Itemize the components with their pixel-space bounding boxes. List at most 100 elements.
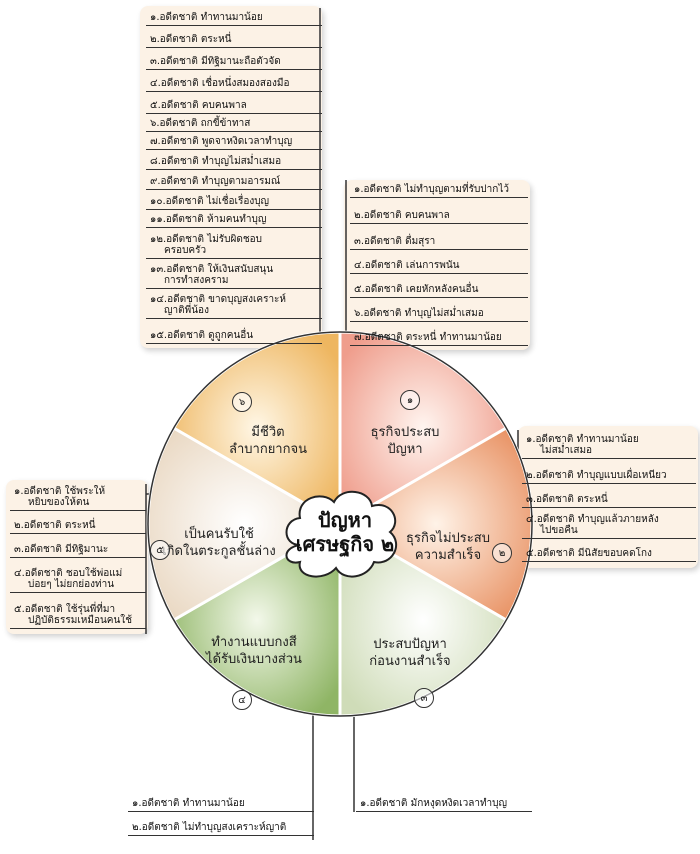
center-cloud xyxy=(285,491,397,578)
branch-item-line: ๒.อดีตชาติ ตระหนี่ xyxy=(14,520,96,531)
branch-item-top-left: ๑.อดีตชาติ ทำทานมาน้อย xyxy=(146,12,322,26)
segment-label-1: ธุรกิจประสบปัญหา xyxy=(350,424,460,458)
branch-item-line: ครอบครัว xyxy=(164,245,207,256)
branch-item-line: ๑.อดีตชาติ ทำทานมาน้อย xyxy=(132,798,245,809)
branch-item-line: ๕.อดีตชาติ คบคนพาล xyxy=(150,100,247,111)
branch-item-line: ๕.อดีตชาติ เคยหักหลังคนอื่น xyxy=(354,284,479,295)
branch-item-top-right: ๕.อดีตชาติ เคยหักหลังคนอื่น xyxy=(350,284,528,298)
branch-item-right: ๓.อดีตชาติ ตระหนี่ xyxy=(522,494,696,508)
branch-item-bottom-left: ๑.อดีตชาติ ทำทานมาน้อย xyxy=(128,798,314,812)
branch-item-line: ๑๔.อดีตชาติ ขาดบุญสงเคราะห์ xyxy=(150,294,287,305)
branch-item-top-left: ๗.อดีตชาติ พูดจาหงิดเวลาทำบุญ xyxy=(146,136,322,150)
branch-item-left: ๓.อดีตชาติ มีทิฐิมานะ xyxy=(10,544,146,558)
branch-item-line: ๑.อดีตชาติ ทำทานมาน้อย xyxy=(150,12,263,23)
segment-number-2: ๒ xyxy=(492,543,512,563)
branch-item-line: ๑๐.อดีตชาติ ไม่เชื่อเรื่องบุญ xyxy=(150,196,270,207)
branch-item-line: ๔.อดีตชาติ เชื่อหนึ่งสมองสองมือ xyxy=(150,78,290,89)
branch-item-top-left: ๑๐.อดีตชาติ ไม่เชื่อเรื่องบุญ xyxy=(146,196,322,210)
branch-item-top-left: ๒.อดีตชาติ ตระหนี่ xyxy=(146,34,322,48)
branch-item-line: ๓.อดีตชาติ มีทิฐิมานะถือตัวจัด xyxy=(150,56,281,67)
segment-number-1: ๑ xyxy=(400,390,420,410)
segment-label-line: เป็นคนรับใช้ xyxy=(184,527,254,542)
branch-item-line: ๑๒.อดีตชาติ ไม่รับผิดชอบ xyxy=(150,234,263,245)
segment-label-4: ทำงานแบบกงสีได้รับเงินบางส่วน xyxy=(190,634,318,668)
branch-item-line: ๖.อดีตชาติ ทำบุญไม่สม่ำเสมอ xyxy=(354,308,484,319)
branch-item-top-left: ๑๑.อดีตชาติ ห้ามคนทำบุญ xyxy=(146,214,322,228)
segment-number-6: ๖ xyxy=(232,392,252,412)
branch-item-line: ปฏิบัติธรรมเหมือนคนใช้ xyxy=(28,615,132,626)
branch-item-left: ๕.อดีตชาติ ใช้รุ่นพี่ที่มาปฏิบัติธรรมเหม… xyxy=(10,604,146,629)
branch-item-left: ๑.อดีตชาติ ใช้พระให้หยิบของให้ตน xyxy=(10,486,146,511)
center-title-line-2: เศรษฐกิจ ๒ xyxy=(295,532,395,556)
segment-label-5: เป็นคนรับใช้เกิดในตระกูลชั้นล่าง xyxy=(152,526,286,560)
branch-item-right: ๑.อดีตชาติ ทำทานมาน้อยไม่สม่ำเสมอ xyxy=(522,434,696,459)
branch-item-top-right: ๒.อดีตชาติ คบคนพาล xyxy=(350,210,528,224)
branch-item-line: ๑๑.อดีตชาติ ห้ามคนทำบุญ xyxy=(150,214,267,225)
branch-item-line: ๑๕.อดีตชาติ ดูถูกคนอื่น xyxy=(150,330,254,341)
branch-item-left: ๔.อดีตชาติ ชอบใช้พ่อแม่บ่อยๆ ไม่ยกย่องท่… xyxy=(10,568,146,593)
segment-label-line: ประสบปัญหา xyxy=(373,637,447,652)
branch-item-line: ๒.อดีตชาติ ทำบุญแบบเผื่อเหนียว xyxy=(526,470,667,481)
branch-item-top-left: ๖.อดีตชาติ ถกขี้ข้าทาส xyxy=(146,118,322,132)
branch-item-line: ๙.อดีตชาติ ทำบุญตามอารมณ์ xyxy=(150,176,281,187)
branch-item-line: หยิบของให้ตน xyxy=(28,497,90,508)
branch-item-line: ญาติพี่น้อง xyxy=(164,305,209,316)
panel-right xyxy=(518,426,698,568)
branch-item-left: ๒.อดีตชาติ ตระหนี่ xyxy=(10,520,146,534)
center-title: ปัญหา เศรษฐกิจ ๒ xyxy=(290,508,400,556)
branch-item-top-right: ๑.อดีตชาติ ไม่ทำบุญตามที่รับปากไว้ xyxy=(350,184,528,198)
branch-item-line: การทำสงคราม xyxy=(164,275,229,286)
segment-label-line: ปัญหา xyxy=(387,442,423,457)
branch-item-top-right: ๔.อดีตชาติ เล่นการพนัน xyxy=(350,260,528,274)
branch-item-top-left: ๓.อดีตชาติ มีทิฐิมานะถือตัวจัด xyxy=(146,56,322,70)
branch-item-top-left: ๑๓.อดีตชาติ ให้เงินสนับสนุนการทำสงคราม xyxy=(146,264,322,289)
branch-item-line: ๕.อดีตชาติ ใช้รุ่นพี่ที่มา xyxy=(14,604,116,615)
branch-item-top-left: ๔.อดีตชาติ เชื่อหนึ่งสมองสองมือ xyxy=(146,78,322,92)
branch-item-line: ๑๓.อดีตชาติ ให้เงินสนับสนุน xyxy=(150,264,274,275)
branch-item-top-left: ๘.อดีตชาติ ทำบุญไม่สม่ำเสมอ xyxy=(146,156,322,170)
branch-item-line: ๗.อดีตชาติ ตระหนี่ ทำทานมาน้อย xyxy=(354,332,502,343)
branch-item-line: ๓.อดีตชาติ ดื่มสุรา xyxy=(354,236,436,247)
branch-item-right: ๒.อดีตชาติ ทำบุญแบบเผื่อเหนียว xyxy=(522,470,696,484)
branch-item-line: ๗.อดีตชาติ พูดจาหงิดเวลาทำบุญ xyxy=(150,136,293,147)
panel-top-left xyxy=(140,6,322,348)
branch-item-top-left: ๑๔.อดีตชาติ ขาดบุญสงเคราะห์ญาติพี่น้อง xyxy=(146,294,322,319)
segment-number-5: ๕ xyxy=(150,540,170,560)
segment-label-line: ก่อนงานสำเร็จ xyxy=(369,654,451,669)
branch-item-line: ๒.อดีตชาติ ไม่ทำบุญสงเคราะห์ญาติ xyxy=(132,822,287,833)
segment-label-line: ลำบากยากจน xyxy=(229,442,307,457)
branch-item-line: ไปขอคืน xyxy=(540,525,578,536)
branch-item-line: ไม่สม่ำเสมอ xyxy=(540,445,593,456)
branch-item-line: ๖.อดีตชาติ ถกขี้ข้าทาส xyxy=(150,118,251,129)
branch-item-top-left: ๑๒.อดีตชาติ ไม่รับผิดชอบครอบครัว xyxy=(146,234,322,259)
segment-label-3: ประสบปัญหาก่อนงานสำเร็จ xyxy=(352,636,468,670)
branch-item-line: ๒.อดีตชาติ คบคนพาล xyxy=(354,210,450,221)
segment-label-line: ธุรกิจประสบ xyxy=(370,425,440,440)
segment-label-6: มีชีวิตลำบากยากจน xyxy=(214,424,322,458)
branch-item-line: ๔.อดีตชาติ ชอบใช้พ่อแม่ xyxy=(14,568,123,579)
branch-item-line: บ่อยๆ ไม่ยกย่องท่าน xyxy=(28,579,115,590)
branch-item-line: ๔.อดีตชาติ ทำบุญแล้วภายหลัง xyxy=(526,514,659,525)
branch-item-top-right: ๖.อดีตชาติ ทำบุญไม่สม่ำเสมอ xyxy=(350,308,528,322)
branch-item-line: ๑.อดีตชาติ ทำทานมาน้อย xyxy=(526,434,639,445)
branch-item-line: ๑.อดีตชาติ ไม่ทำบุญตามที่รับปากไว้ xyxy=(354,184,509,195)
segment-number-3: ๓ xyxy=(414,688,434,708)
branch-item-top-left: ๑๕.อดีตชาติ ดูถูกคนอื่น xyxy=(146,330,322,344)
branch-item-line: ๒.อดีตชาติ ตระหนี่ xyxy=(150,34,232,45)
segment-number-4: ๔ xyxy=(232,690,252,710)
segment-label-line: ความสำเร็จ xyxy=(414,548,482,563)
branch-item-bottom-left: ๒.อดีตชาติ ไม่ทำบุญสงเคราะห์ญาติ xyxy=(128,822,314,836)
segment-label-line: มีชีวิต xyxy=(251,425,285,440)
branch-item-line: ๔.อดีตชาติ เล่นการพนัน xyxy=(354,260,460,271)
branch-item-top-left: ๕.อดีตชาติ คบคนพาล xyxy=(146,100,322,114)
segment-label-line: เกิดในตระกูลชั้นล่าง xyxy=(162,544,276,559)
branch-item-line: ๑.อดีตชาติ ใช้พระให้ xyxy=(14,486,106,497)
branch-item-right: ๕.อดีตชาติ มีนิสัยขอบคดโกง xyxy=(522,548,696,562)
segment-label-2: ธุรกิจไม่ประสบความสำเร็จ xyxy=(388,530,508,564)
branch-item-top-right: ๗.อดีตชาติ ตระหนี่ ทำทานมาน้อย xyxy=(350,332,528,346)
branch-item-top-right: ๓.อดีตชาติ ดื่มสุรา xyxy=(350,236,528,250)
segment-label-line: ธุรกิจไม่ประสบ xyxy=(406,531,490,546)
branch-item-right: ๔.อดีตชาติ ทำบุญแล้วภายหลังไปขอคืน xyxy=(522,514,696,539)
